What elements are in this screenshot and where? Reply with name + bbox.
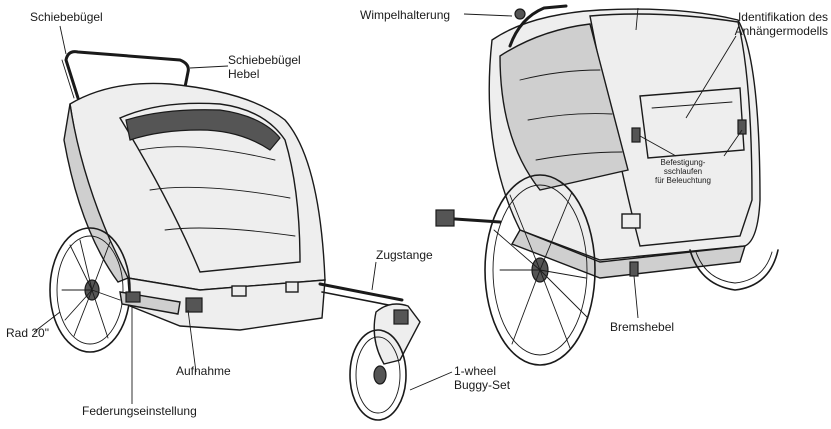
- leader-lines: [33, 7, 743, 404]
- label-identifikation-line2: Anhängermodells: [734, 24, 828, 38]
- label-federungseinstellung: Federungseinstellung: [82, 404, 197, 418]
- label-befestigung-line3: für Beleuchtung: [654, 176, 712, 185]
- rear-trailer-drawing: [435, 4, 779, 366]
- label-schiebebuegel-hebel-line1: Schiebebügel: [228, 53, 301, 67]
- front-trailer-drawing: [49, 50, 421, 421]
- label-zugstange: Zugstange: [376, 248, 433, 262]
- label-buggy-set-line1: 1-wheel: [454, 364, 497, 378]
- label-identifikation-line1: Identifikation des: [737, 10, 828, 24]
- label-wimpelhalterung: Wimpelhalterung: [360, 8, 451, 22]
- label-rad: Rad 20": [6, 326, 49, 340]
- label-buggy-set: 1-wheel Buggy-Set: [454, 364, 510, 392]
- label-befestigung: Befestigung- sschlaufen für Beleuchtung: [646, 158, 720, 185]
- label-befestigung-line1: Befestigung-: [660, 158, 706, 167]
- label-identifikation: Identifikation des Anhängermodells: [712, 10, 828, 38]
- label-schiebebuegel-hebel: Schiebebügel Hebel: [228, 53, 301, 81]
- label-bremshebel: Bremshebel: [610, 320, 675, 334]
- label-schiebebuegel: Schiebebügel: [30, 10, 103, 24]
- label-aufnahme: Aufnahme: [176, 364, 231, 378]
- label-schiebebuegel-hebel-line2: Hebel: [228, 67, 260, 81]
- label-buggy-set-line2: Buggy-Set: [454, 378, 511, 392]
- front-bracket-mark: [185, 297, 203, 313]
- label-befestigung-line2: sschlaufen: [663, 167, 703, 176]
